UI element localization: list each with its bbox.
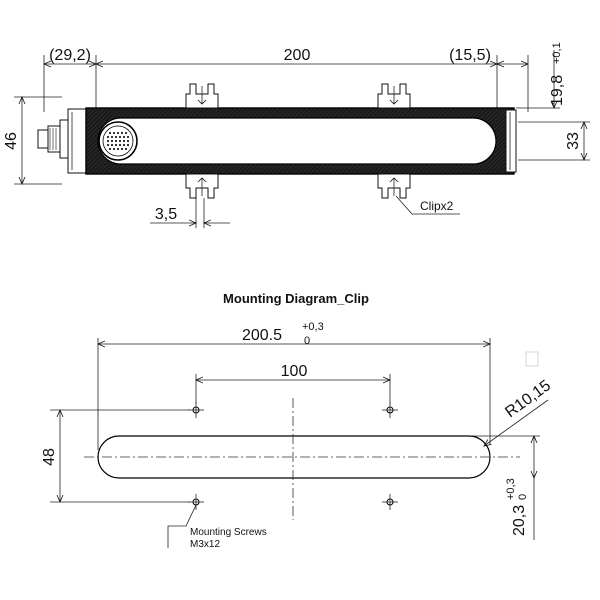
screw-hole-bottom-right xyxy=(382,494,398,510)
screw-spacing-label: 100 xyxy=(281,363,308,380)
left-end-cap xyxy=(67,108,87,174)
slot-height-label: 48 xyxy=(41,448,58,466)
slot-length-label: 200.5 xyxy=(242,327,282,344)
mounting-title: Mounting Diagram_Clip xyxy=(223,291,369,306)
screws-label-line1: Mounting Screws xyxy=(190,527,267,538)
offset-label: 20,3 xyxy=(511,505,528,536)
height-label: 46 xyxy=(3,132,20,150)
screws-leader xyxy=(167,504,197,548)
clip-depth-tolerance: +0,1 xyxy=(551,42,563,64)
clip-top-left xyxy=(185,83,219,109)
screw-hole-top-right xyxy=(382,402,398,418)
mounting-diagram: Mounting Diagram_Clip 200.5 +0,3 0 100 4… xyxy=(41,291,554,550)
slot-length-tol-lower: 0 xyxy=(304,335,310,347)
top-view: (29,2) 200 (15,5) 46 xyxy=(3,42,590,228)
offset-tol-lower: 0 xyxy=(517,494,529,500)
connector xyxy=(37,119,69,159)
clip-callout-label: Clipx2 xyxy=(420,199,454,213)
screw-hole-bottom-left xyxy=(188,494,204,510)
offset-tol-upper: +0,3 xyxy=(505,478,517,500)
clip-bottom-left xyxy=(185,173,219,199)
screw-hole-top-left xyxy=(188,402,204,418)
left-offset-label: (29,2) xyxy=(49,47,91,64)
clip-width-label: 3,5 xyxy=(155,206,177,223)
radius-leader xyxy=(484,399,549,446)
length-label: 200 xyxy=(284,47,311,64)
slot-length-tol-upper: +0,3 xyxy=(302,321,324,333)
clip-depth-label: 19,8 xyxy=(549,75,566,106)
inner-height-label: 33 xyxy=(565,132,582,150)
right-end-cap xyxy=(505,109,517,173)
diffuser xyxy=(97,117,497,165)
clip-bottom-right xyxy=(377,173,411,199)
screws-label-line2: M3x12 xyxy=(190,539,220,550)
clip-top-right xyxy=(377,83,411,109)
sensor xyxy=(98,121,138,161)
right-offset-label: (15,5) xyxy=(449,47,491,64)
